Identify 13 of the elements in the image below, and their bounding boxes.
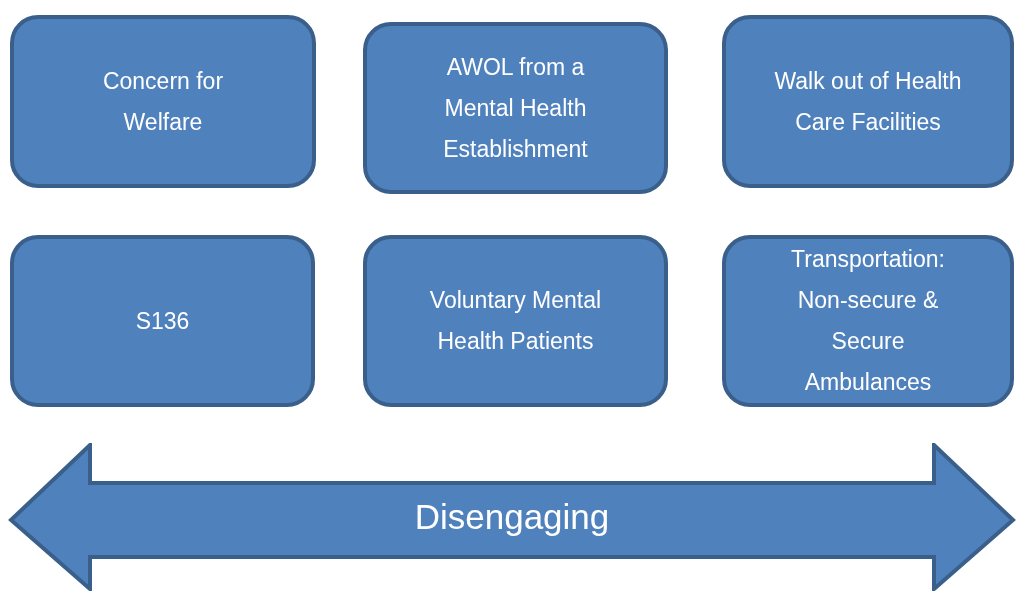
rounded-box <box>10 235 315 407</box>
box-text: AWOL from a Mental Health Establishment <box>442 52 589 164</box>
box-text: Concern for Welfare <box>101 66 225 137</box>
box-text: Walk out of Health Care Facilities <box>774 66 962 137</box>
arrow-label: Disengaging <box>414 495 610 538</box>
rounded-box <box>722 15 1014 188</box>
box-text: Voluntary Mental Health Patients <box>428 286 603 356</box>
rounded-box <box>363 22 668 194</box>
rounded-box <box>722 235 1014 407</box>
box-text: S136 <box>135 306 190 336</box>
rounded-box <box>363 235 668 407</box>
rounded-box <box>10 15 316 188</box>
box-text: Transportation: Non-secure & Secure Ambulances <box>790 245 946 397</box>
